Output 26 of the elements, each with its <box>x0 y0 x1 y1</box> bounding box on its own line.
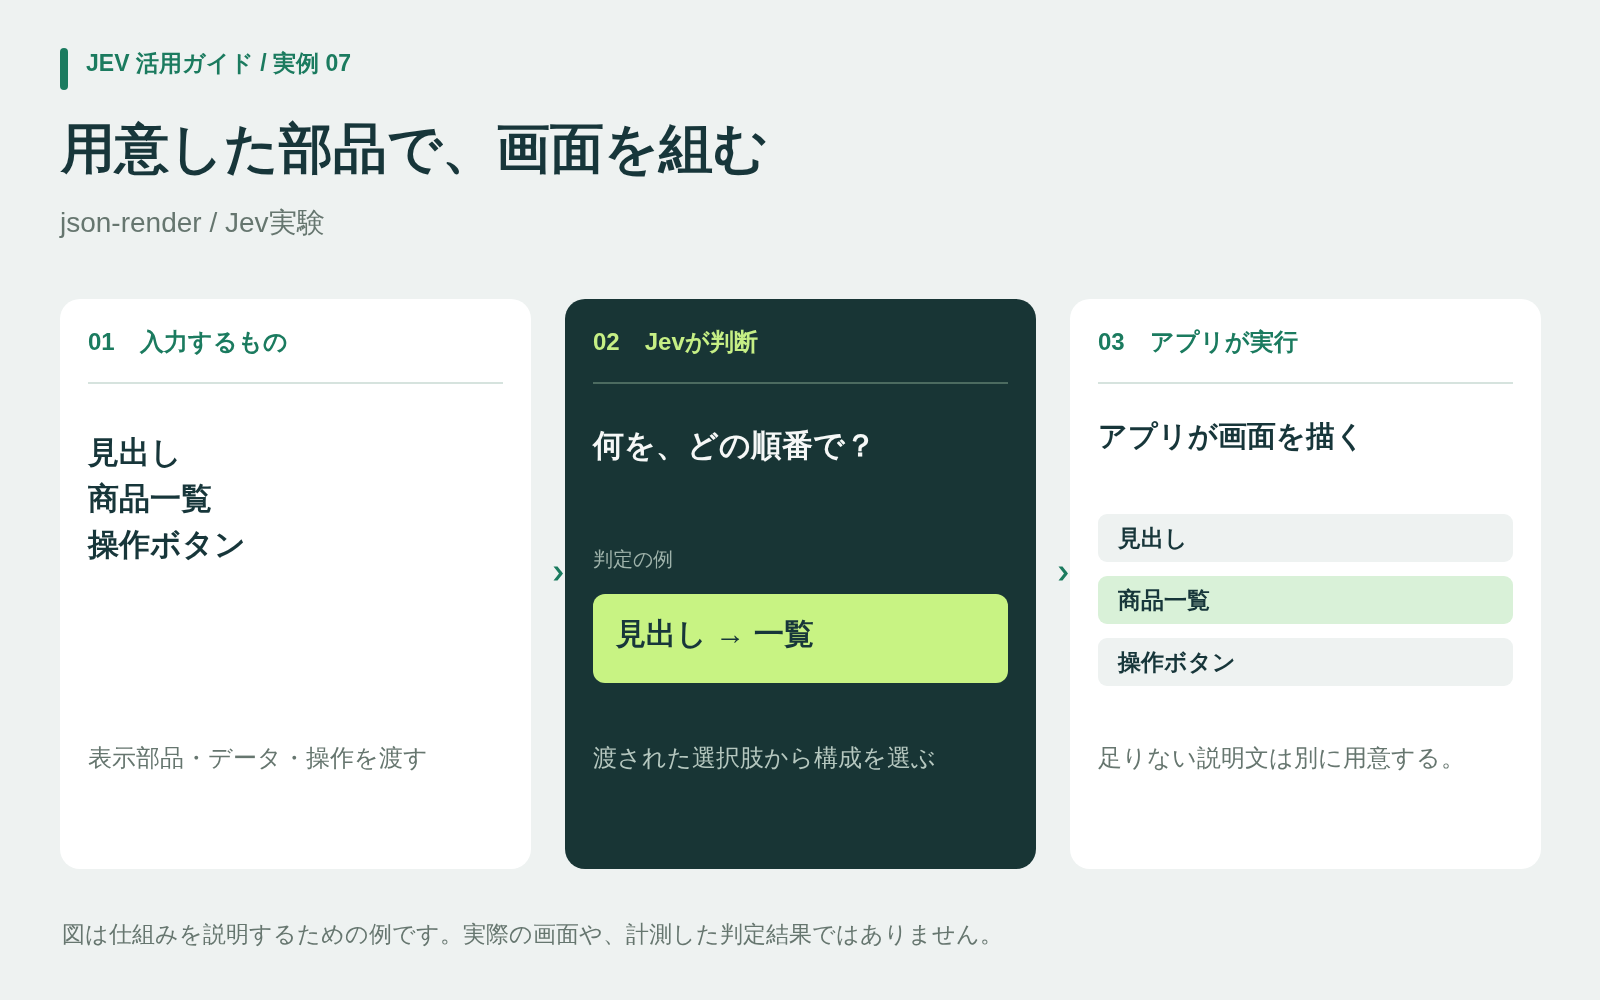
step-number: 03 <box>1098 326 1125 357</box>
step-number: 01 <box>88 326 115 357</box>
step-heading: アプリが実行 <box>1149 326 1298 357</box>
list-item: 操作ボタン <box>88 525 246 564</box>
description: 表示部品・データ・操作を渡す <box>88 743 428 773</box>
step-heading: Jevが判断 <box>644 326 758 357</box>
list-item: 商品一覧 <box>88 479 212 518</box>
step-heading: 入力するもの <box>139 326 288 357</box>
footnote: 図は仕組みを説明するための例です。実際の画面や、計測した判定結果ではありません。 <box>62 920 1003 950</box>
description: 足りない説明文は別に用意する。 <box>1098 743 1465 773</box>
step-card <box>565 299 1036 869</box>
result-box: 見出し → 一覧 <box>593 594 1008 683</box>
question: 何を、どの順番で？ <box>593 426 876 465</box>
subtitle: json-render / Jev実験 <box>60 205 325 240</box>
component-row: 商品一覧 <box>1098 576 1513 624</box>
component-row: 見出し <box>1098 514 1513 562</box>
step-number: 02 <box>593 326 620 357</box>
list-item: 見出し <box>88 433 182 472</box>
step-card <box>60 299 531 869</box>
step-card <box>1070 299 1541 869</box>
title: 用意した部品で、画面を組む <box>61 116 768 180</box>
description: 渡された選択肢から構成を選ぶ <box>593 743 936 773</box>
section-label: JEV 活用ガイド / 実例 07 <box>86 49 351 79</box>
headline: アプリが画面を描く <box>1098 419 1365 455</box>
example-label: 判定の例 <box>593 547 673 572</box>
component-row: 操作ボタン <box>1098 638 1513 686</box>
